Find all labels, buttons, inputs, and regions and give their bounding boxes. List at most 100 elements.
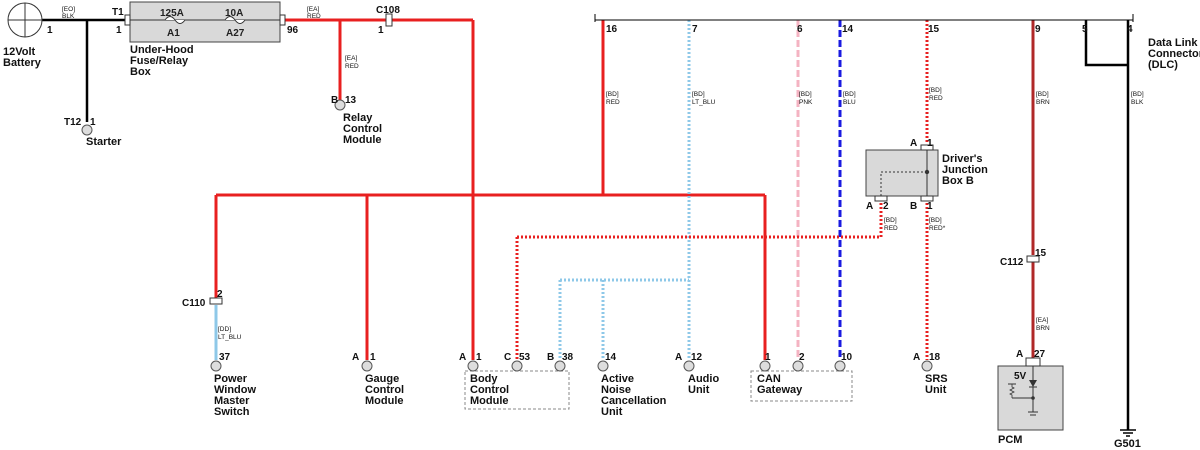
jb-label-1: Driver's	[942, 153, 983, 165]
fusebox-out-wire-color: RED	[307, 13, 321, 20]
relay-pin: 13	[345, 95, 357, 106]
c110-label: C110	[182, 298, 206, 309]
can-terminal-2	[792, 360, 804, 372]
jb-label-2: Junction	[942, 164, 988, 176]
srs-label-2: Unit	[925, 384, 947, 396]
relay-wire-code: [EA]	[345, 55, 357, 62]
gauge-label-1: Gauge	[365, 373, 399, 385]
jb-bl-pin: 2	[883, 201, 889, 212]
relay-wire-color: RED	[345, 63, 359, 70]
dlc-pin-6: 6	[797, 24, 803, 35]
audio-label-1: Audio	[688, 373, 719, 385]
dlc-pin-7: 7	[692, 24, 698, 35]
pcm-pin: 27	[1034, 349, 1046, 360]
dlc-pin-9: 9	[1035, 24, 1041, 35]
bcm-b-terminal	[554, 360, 566, 372]
dlc-pin-14: 14	[842, 24, 854, 35]
c112-wire-code: [EA]	[1036, 317, 1048, 324]
jb-label-3: Box B	[942, 175, 974, 187]
battery-wire-code: [EO]	[62, 6, 75, 13]
fuse-a1-rating: 125A	[160, 8, 184, 19]
c112-label: C112	[1000, 257, 1024, 268]
anc-label-2: Noise	[601, 384, 631, 396]
audio-conn: A	[675, 352, 682, 363]
bcm-label-3: Module	[470, 395, 509, 407]
dlc4-wire-code: [BD]	[1131, 91, 1144, 98]
starter-terminal	[81, 124, 93, 136]
jb-br-wire-color: RED*	[929, 225, 946, 232]
gauge-terminal	[361, 360, 373, 372]
jb-top-pin: 1	[927, 138, 933, 149]
dlc-label-1: Data Link	[1148, 37, 1198, 49]
battery-wire-color: BLK	[62, 13, 75, 20]
audio-pin: 12	[691, 352, 703, 363]
dlc7-wire-code: [BD]	[692, 91, 705, 98]
c110-wire-code: [DD]	[218, 326, 231, 333]
fusebox-in-terminal	[124, 14, 131, 26]
gauge-conn: A	[352, 352, 359, 363]
dlc-pin-4: 4	[1127, 24, 1133, 35]
pcm-resistor-icon	[1009, 384, 1015, 398]
jb-bl-wire-color: RED	[884, 225, 898, 232]
c110-pin: 2	[217, 289, 223, 300]
anc-label-3: Cancellation	[601, 395, 667, 407]
anc-label-1: Active	[601, 373, 634, 385]
pcm-box	[997, 365, 1064, 431]
fusebox-label-1: Under-Hood	[130, 44, 194, 56]
relay-label-2: Control	[343, 123, 382, 135]
jb-internal-dotted	[880, 171, 927, 196]
jb-br-pin: 1	[927, 201, 933, 212]
bcm-label-1: Body	[470, 373, 498, 385]
c110-connector	[209, 297, 223, 305]
relay-label-3: Module	[343, 134, 382, 146]
dlc-label-3: (DLC)	[1148, 59, 1178, 71]
battery-label-1: 12Volt	[3, 46, 36, 58]
jb-splice-dot	[924, 169, 930, 175]
ground-label: G501	[1114, 438, 1141, 450]
srs-pin: 18	[929, 352, 941, 363]
c108-label: C108	[376, 5, 400, 16]
audio-terminal	[683, 360, 695, 372]
dlc-pin-16: 16	[606, 24, 618, 35]
dlc15-wire-code: [BD]	[929, 87, 942, 94]
dlc6-wire-code: [BD]	[799, 91, 812, 98]
srs-label-1: SRS	[925, 373, 948, 385]
pcm-label: PCM	[998, 434, 1022, 446]
bcm-pin-a: 1	[476, 352, 482, 363]
can-label-1: CAN	[757, 373, 781, 385]
can-terminal-10	[834, 360, 846, 372]
fuse-a1-id: A1	[167, 28, 180, 39]
jb-bl-wire-code: [BD]	[884, 217, 897, 224]
bcm-conn-c: C	[504, 352, 511, 363]
dlc7-wire-color: LT_BLU	[692, 99, 716, 106]
can-pin-2: 2	[799, 352, 805, 363]
fuse-a27-rating: 10A	[225, 8, 243, 19]
jb-br-wire-code: [BD]	[929, 217, 942, 224]
gauge-pin: 1	[370, 352, 376, 363]
fusebox-connector: T1	[112, 7, 124, 18]
srs-conn: A	[913, 352, 920, 363]
can-terminal-1	[759, 360, 771, 372]
dlc9-wire-code: [BD]	[1036, 91, 1049, 98]
fusebox-pin-out: 96	[287, 25, 299, 36]
starter-connector: T12	[64, 117, 82, 128]
battery-label-2: Battery	[3, 57, 42, 69]
pcm-junction-dot	[1031, 396, 1035, 400]
relay-terminal	[334, 99, 346, 111]
anc-pin: 14	[605, 352, 617, 363]
fuse-box	[129, 1, 281, 43]
pcm-diode-icon	[1029, 380, 1037, 387]
dlc14-wire-color: BLU	[843, 99, 856, 106]
c112-pin: 15	[1035, 248, 1047, 259]
pcm-voltage: 5V	[1014, 371, 1027, 382]
can-label-2: Gateway	[757, 384, 803, 396]
fusebox-label-2: Fuse/Relay	[130, 55, 189, 67]
gauge-label-2: Control	[365, 384, 404, 396]
fusebox-pin-in: 1	[116, 25, 122, 36]
can-pin-1: 1	[765, 352, 771, 363]
c108-pin: 1	[378, 25, 384, 36]
dlc6-wire-color: PNK	[799, 99, 813, 106]
power-window-terminal	[210, 360, 222, 372]
c112-wire-color: BRN	[1036, 325, 1050, 332]
dlc16-wire-color: RED	[606, 99, 620, 106]
